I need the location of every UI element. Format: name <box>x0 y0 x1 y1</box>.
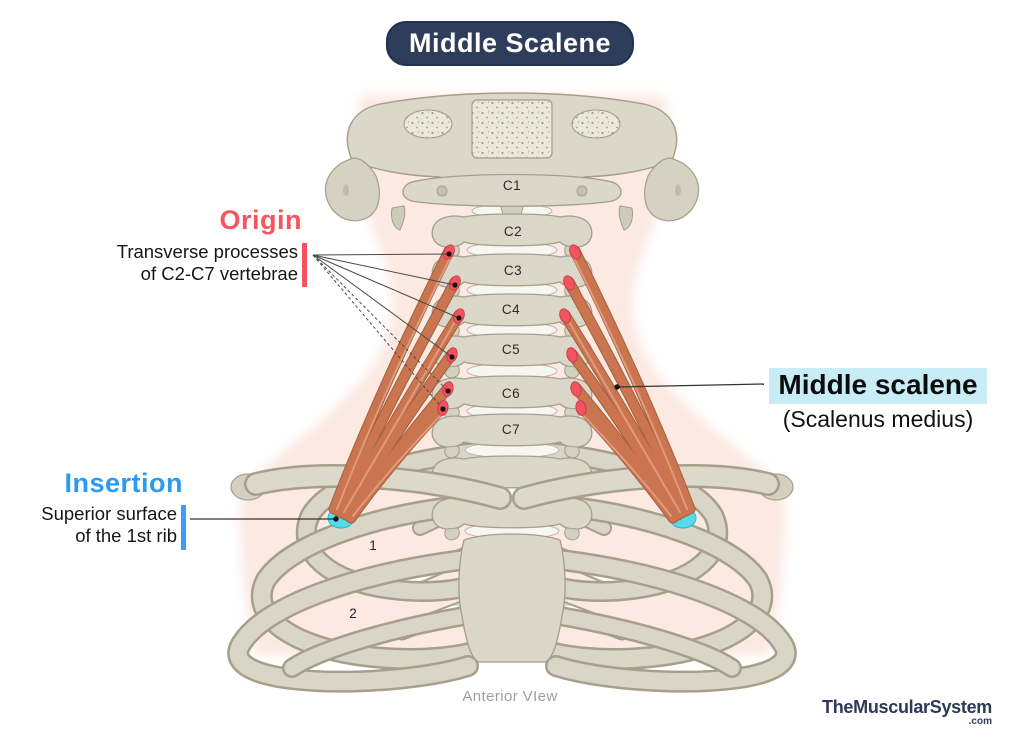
rib-label-2: 2 <box>349 606 357 621</box>
muscle-name-label: Middle scalene (Scalenus medius) <box>752 368 1004 433</box>
vertebra-label-c4: C4 <box>502 302 520 317</box>
vertebral-column <box>402 173 622 663</box>
vertebra-label-c3: C3 <box>504 263 522 278</box>
leader-lines <box>190 251 765 522</box>
muscle-latin-name: (Scalenus medius) <box>782 406 974 432</box>
origin-description-line1: Transverse processes <box>116 241 298 262</box>
title-badge: Middle Scalene <box>385 21 635 66</box>
insertion-description-line1: Superior surface <box>41 503 177 524</box>
insertion-description: Superior surface of the 1st rib <box>41 503 177 547</box>
brand-name: TheMuscularSystem <box>822 697 992 717</box>
origin-marker-bar <box>302 243 307 287</box>
origin-description: Transverse processes of C2-C7 vertebrae <box>117 241 298 285</box>
vertebra-label-c5: C5 <box>502 342 520 357</box>
insertion-description-line2: of the 1st rib <box>75 525 177 546</box>
origin-heading: Origin <box>219 205 302 235</box>
muscle-name-highlight: Middle scalene <box>769 368 987 404</box>
brand-logo: TheMuscularSystem .com <box>822 698 992 727</box>
rib-label-1: 1 <box>369 538 377 553</box>
vertebra-labels: C1 C2 C3 C4 C5 C6 C7 1 2 <box>349 178 522 621</box>
view-label: Anterior VIew <box>462 688 558 705</box>
vertebra-label-c1: C1 <box>503 178 521 193</box>
origin-description-line2: of C2-C7 vertebrae <box>140 263 298 284</box>
insertion-heading: Insertion <box>64 468 183 498</box>
skull-base <box>324 92 700 231</box>
vertebra-label-c7: C7 <box>502 422 520 437</box>
vertebra-label-c2: C2 <box>504 224 522 239</box>
brand-suffix: .com <box>968 716 992 727</box>
vertebra-label-c6: C6 <box>502 386 520 401</box>
insertion-marker-bar <box>181 505 186 550</box>
